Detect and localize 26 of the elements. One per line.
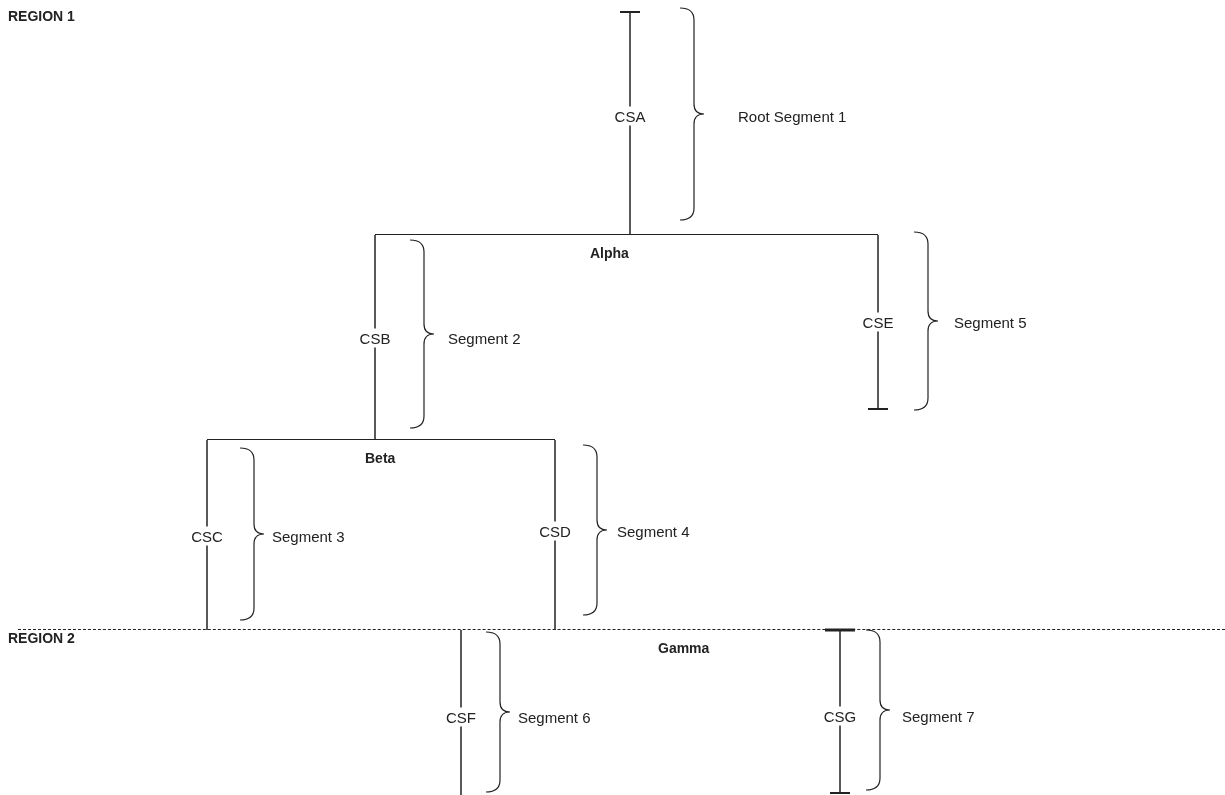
edge-label: CSE: [860, 312, 896, 332]
region-label: REGION 1: [8, 8, 75, 24]
junction-label: Gamma: [658, 640, 710, 656]
junction-label: Beta: [365, 450, 396, 466]
junction-label: Alpha: [590, 245, 629, 261]
edge-label: CSG: [821, 706, 859, 726]
edge-label: CSA: [612, 106, 648, 126]
region-label: REGION 2: [8, 630, 75, 646]
segment-label: Root Segment 1: [738, 107, 847, 125]
segment-label: Segment 3: [272, 527, 345, 545]
connector-line: [629, 11, 631, 236]
segment-label: Segment 2: [448, 329, 521, 347]
edge-label: CSF: [444, 707, 478, 727]
connector-line: [206, 439, 208, 631]
edge-label: CSD: [537, 521, 573, 541]
connector-line: [460, 629, 462, 795]
segment-label: Segment 4: [617, 522, 690, 540]
segment-label: Segment 7: [902, 707, 975, 725]
edge-label: CSC: [189, 526, 225, 546]
segment-label: Segment 6: [518, 708, 591, 726]
connector-line: [877, 234, 879, 410]
connector-line: [823, 628, 857, 794]
connector-line: [554, 439, 556, 631]
edge-label: CSB: [357, 328, 393, 348]
segment-label: Segment 5: [954, 313, 1027, 331]
connector-line: [374, 234, 376, 441]
